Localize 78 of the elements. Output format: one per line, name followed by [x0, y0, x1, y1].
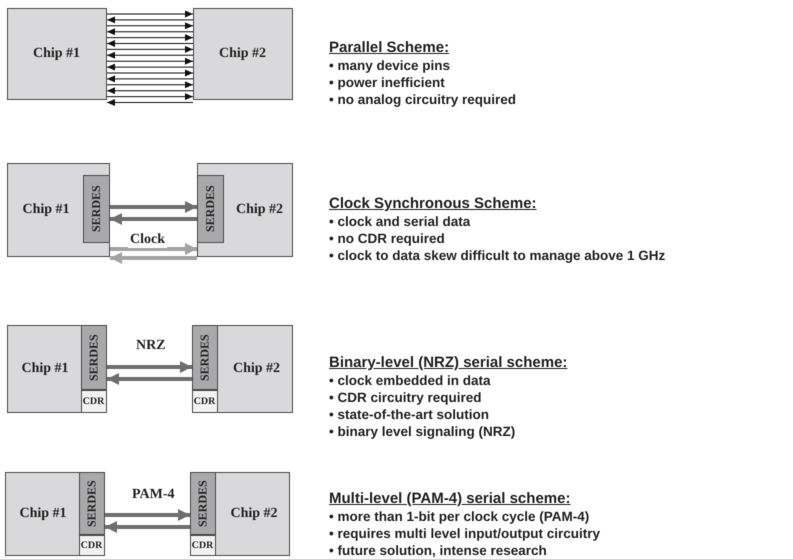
bullet-point: • more than 1-bit per clock cycle (PAM-4): [329, 509, 590, 524]
arrow: [110, 213, 197, 225]
serdes-block: [190, 472, 216, 534]
cdr-block: [192, 390, 218, 412]
arrow: [106, 22, 194, 30]
arrow: [106, 93, 194, 100]
cdr-label: CDR: [190, 538, 214, 552]
bullet-point: • CDR circuitry required: [329, 390, 482, 405]
serdes-block: [78, 472, 104, 534]
bullet-point: • binary level signaling (NRZ): [329, 424, 516, 439]
serdes-label: SERDES: [85, 332, 101, 382]
serdes-label: SERDES: [83, 478, 99, 528]
serdes-label: SERDES: [202, 184, 218, 234]
bullet-point: • no CDR required: [329, 231, 445, 246]
edge-label: Clock: [128, 232, 167, 248]
serdes-label: SERDES: [196, 332, 212, 382]
cdr-label: CDR: [192, 394, 216, 408]
arrow: [106, 28, 194, 36]
cdr-label: CDR: [82, 394, 106, 408]
bullet-point: • requires multi level input/output circuitry: [329, 526, 600, 541]
arrow: [106, 64, 194, 71]
chip-box: [7, 163, 110, 257]
chip-label: Chip #2: [232, 360, 282, 378]
cdr-block: [190, 534, 216, 556]
cdr-label: CDR: [80, 538, 104, 552]
bullet-point: • clock to data skew difficult to manage above 1 GHz: [329, 248, 666, 263]
chip-label: Chip #1: [32, 45, 82, 63]
scheme-heading: Clock Synchronous Scheme:: [329, 195, 537, 212]
bullet-point: • many device pins: [329, 58, 450, 73]
chip-label: Chip #2: [218, 45, 268, 63]
chip-box: [7, 325, 107, 413]
bullet-point: • clock and serial data: [329, 214, 470, 229]
chip-label: Chip #1: [20, 360, 70, 378]
chip-box: [190, 472, 290, 556]
chip-label: Chip #2: [234, 201, 284, 219]
chip-box: [5, 472, 105, 556]
chip-box: [193, 8, 293, 100]
serdes-block: [192, 324, 218, 390]
arrow: [106, 34, 194, 42]
chip-label: Chip #2: [229, 505, 279, 523]
chip-box: [7, 8, 107, 100]
arrow: [106, 70, 194, 76]
serdes-block: [196, 174, 224, 242]
arrow: [107, 373, 192, 385]
arrow: [105, 521, 190, 533]
arrow: [106, 75, 194, 82]
bullet-point: • power inefficient: [329, 75, 445, 90]
bullet-point: • state-of-the-art solution: [329, 407, 489, 422]
chip-label: Chip #1: [21, 201, 71, 219]
scheme-heading: Parallel Scheme:: [329, 39, 450, 56]
serdes-block: [82, 174, 110, 242]
scheme-heading: Multi-level (PAM-4) serial scheme:: [329, 490, 570, 507]
arrow: [106, 10, 194, 18]
serdes-block: [80, 324, 106, 390]
arrow: [110, 201, 197, 213]
arrow: [106, 58, 194, 65]
arrow: [106, 46, 194, 53]
bullet-point: • clock embedded in data: [329, 373, 491, 388]
serdes-label: SERDES: [194, 478, 210, 528]
bullet-point: • future solution, intense research: [329, 543, 547, 558]
arrow: [110, 252, 197, 264]
arrow: [106, 16, 194, 24]
arrow: [106, 52, 194, 59]
arrow: [106, 40, 194, 47]
arrow: [106, 99, 194, 106]
cdr-block: [78, 534, 104, 556]
scheme-heading: Binary-level (NRZ) serial scheme:: [329, 354, 568, 371]
chip-label: Chip #1: [18, 505, 68, 523]
arrow: [106, 87, 194, 94]
cdr-block: [80, 390, 106, 412]
arrow: [106, 81, 194, 88]
arrow: [105, 509, 190, 521]
arrow: [110, 243, 197, 255]
chip-box: [197, 163, 293, 257]
serdes-label: SERDES: [88, 184, 104, 234]
bullet-point: • no analog circuitry required: [329, 92, 516, 107]
chip-box: [192, 325, 293, 413]
arrow: [107, 361, 192, 373]
